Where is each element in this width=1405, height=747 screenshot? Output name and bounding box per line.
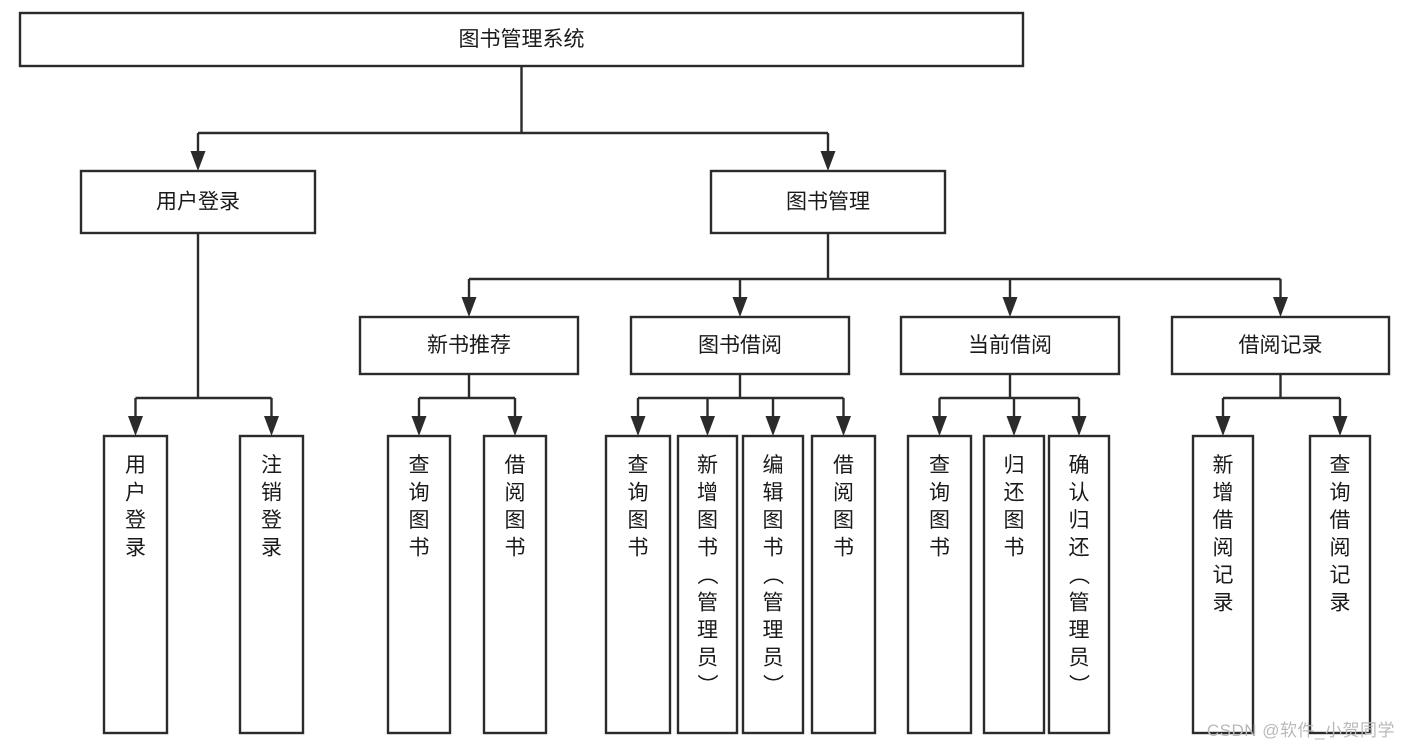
edges-layer [128, 66, 1348, 436]
nodes-layer: 图书管理系统用户登录图书管理新书推荐图书借阅当前借阅借阅记录用户登录注销登录查询… [18, 11, 1391, 735]
node-box [238, 434, 305, 735]
arrow-head-icon [1006, 416, 1022, 436]
node-label: 当前借阅 [968, 334, 1052, 357]
arrow-head-icon [765, 416, 781, 436]
arrow-head-icon [700, 416, 715, 436]
node-label: 借阅记录 [1239, 334, 1323, 357]
node-leaf-logout[interactable]: 注销登录 [238, 434, 305, 735]
node-leaf-add-book[interactable]: 新增图书（管理员） [676, 434, 739, 735]
node-leaf-add-record[interactable]: 新增借阅记录 [1191, 434, 1255, 735]
arrow-head-icon [1273, 297, 1288, 317]
node-label: 用户登录 [125, 454, 146, 560]
arrow-head-icon [507, 416, 523, 436]
node-leaf-edit-book[interactable]: 编辑图书（管理员） [741, 434, 805, 735]
node-box [676, 434, 739, 735]
node-label: 查询图书 [929, 454, 950, 560]
arrow-head-icon [820, 151, 836, 171]
node-label: 借阅图书 [505, 454, 526, 560]
node-box [482, 434, 548, 735]
node-label: 新书推荐 [427, 334, 511, 357]
arrow-head-icon [1215, 416, 1231, 436]
node-box [1170, 315, 1391, 376]
node-box [982, 434, 1046, 735]
node-box [1047, 434, 1111, 735]
node-leaf-query-book-2[interactable]: 查询图书 [604, 434, 672, 735]
arrow-head-icon [836, 416, 851, 436]
arrow-head-icon [932, 416, 947, 436]
node-box [79, 169, 317, 235]
node-box [629, 315, 851, 376]
node-leaf-borrow-book-1[interactable]: 借阅图书 [482, 434, 548, 735]
node-box [709, 169, 947, 235]
node-box [899, 315, 1121, 376]
node-leaf-confirm-return[interactable]: 确认归还（管理员） [1047, 434, 1111, 735]
node-label: 归还图书 [1004, 454, 1025, 560]
arrow-head-icon [1002, 297, 1018, 317]
arrow-head-icon [732, 297, 748, 317]
node-leaf-query-record[interactable]: 查询借阅记录 [1308, 434, 1372, 735]
arrow-head-icon [1071, 416, 1087, 436]
node-label: 查询图书 [409, 454, 430, 560]
node-label: 注销登录 [261, 454, 282, 560]
node-root[interactable]: 图书管理系统 [18, 11, 1025, 68]
watermark: CSDN @软件_小贺同学 [1206, 721, 1395, 740]
node-label: 编辑图书（管理员） [763, 454, 785, 697]
arrow-head-icon [411, 416, 427, 436]
node-box [906, 434, 973, 735]
node-box [604, 434, 672, 735]
node-label: 用户登录 [156, 191, 240, 214]
node-box [810, 434, 877, 735]
node-leaf-query-book-3[interactable]: 查询图书 [906, 434, 973, 735]
node-label: 新增借阅记录 [1213, 454, 1234, 615]
node-leaf-user-login[interactable]: 用户登录 [102, 434, 169, 735]
node-label: 借阅图书 [833, 454, 854, 560]
arrow-head-icon [630, 416, 646, 436]
node-leaf-return-book[interactable]: 归还图书 [982, 434, 1046, 735]
node-label: 图书管理 [786, 191, 870, 214]
arrow-head-icon [264, 416, 279, 436]
node-borrow-record[interactable]: 借阅记录 [1170, 315, 1391, 376]
node-box [102, 434, 169, 735]
node-leaf-query-book-1[interactable]: 查询图书 [386, 434, 452, 735]
node-book-manage[interactable]: 图书管理 [709, 169, 947, 235]
arrow-head-icon [1332, 416, 1348, 436]
node-box [741, 434, 805, 735]
arrow-head-icon [128, 416, 143, 436]
node-book-borrow[interactable]: 图书借阅 [629, 315, 851, 376]
node-box [386, 434, 452, 735]
node-new-book-rec[interactable]: 新书推荐 [358, 315, 580, 376]
node-user-login[interactable]: 用户登录 [79, 169, 317, 235]
node-label: 图书管理系统 [459, 28, 585, 51]
arrow-head-icon [461, 297, 477, 317]
node-box [358, 315, 580, 376]
node-label: 图书借阅 [698, 334, 782, 357]
node-label: 新增图书（管理员） [697, 454, 719, 697]
node-leaf-borrow-book-2[interactable]: 借阅图书 [810, 434, 877, 735]
node-box [1308, 434, 1372, 735]
node-label: 确认归还（管理员） [1069, 454, 1091, 697]
node-label: 查询借阅记录 [1330, 454, 1351, 615]
node-box [18, 11, 1025, 68]
node-label: 查询图书 [628, 454, 649, 560]
node-box [1191, 434, 1255, 735]
arrow-head-icon [190, 151, 206, 171]
node-current-borrow[interactable]: 当前借阅 [899, 315, 1121, 376]
